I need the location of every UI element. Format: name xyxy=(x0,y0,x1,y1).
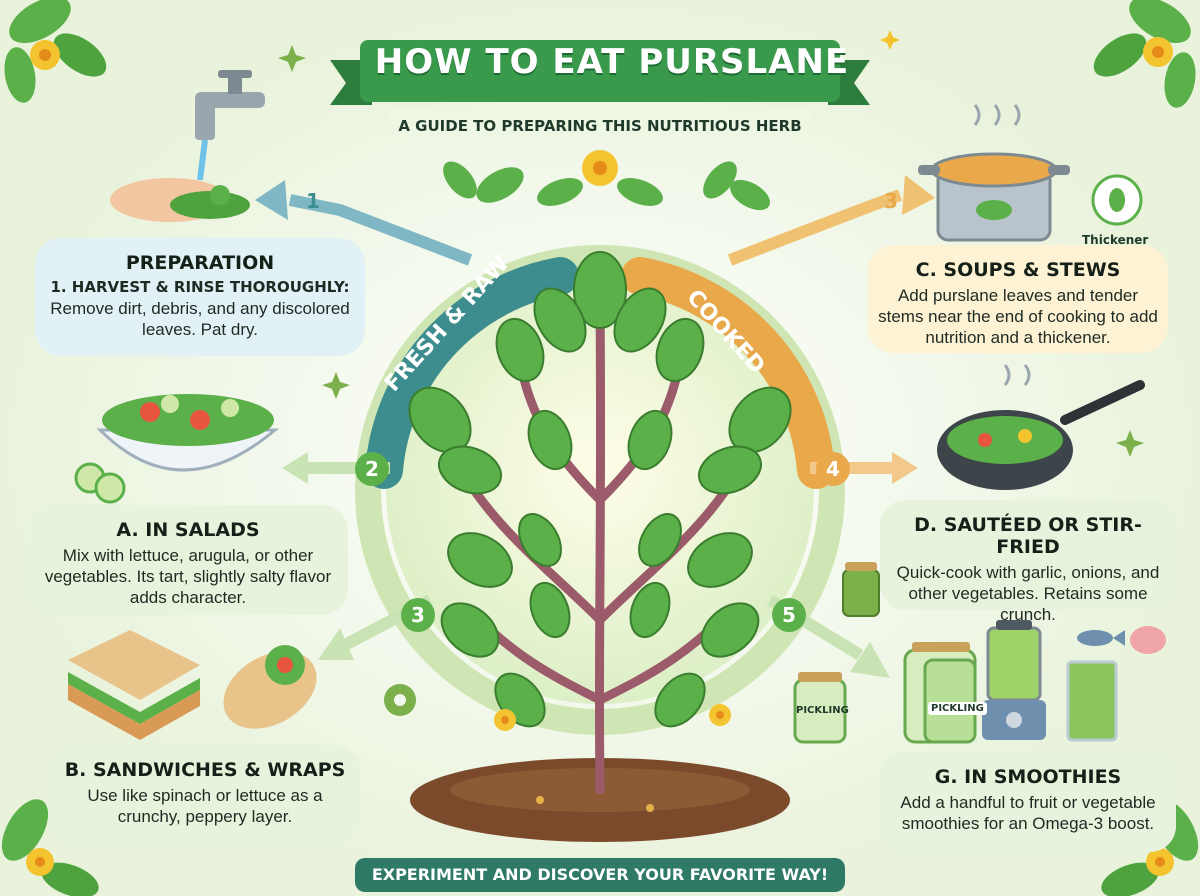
wok-icon xyxy=(937,364,1145,490)
page-subtitle: A GUIDE TO PREPARING THIS NUTRITIOUS HER… xyxy=(398,117,802,135)
soups-title: C. SOUPS & STEWS xyxy=(915,259,1121,281)
pickling-jar-small-icon xyxy=(793,672,847,744)
sauteed-panel: D. SAUTÉED OR STIR-FRIED Quick-cook with… xyxy=(880,500,1176,624)
blender-icon xyxy=(982,620,1046,740)
smoothies-text: Add a handful to fruit or vegetable smoo… xyxy=(900,793,1156,833)
salads-title: A. IN SALADS xyxy=(116,519,260,541)
sandwiches-title: B. SANDWICHES & WRAPS xyxy=(64,759,346,781)
soups-panel: C. SOUPS & STEWS Add purslane leaves and… xyxy=(868,245,1168,353)
wrap-icon xyxy=(223,645,317,729)
step-number-3-cooked: 3 xyxy=(884,189,898,213)
sandwich-icon xyxy=(68,630,200,740)
pickling-jar-label: PICKLING xyxy=(928,702,987,715)
title-banner xyxy=(330,40,870,140)
step-number-2: 2 xyxy=(355,452,389,486)
fish-icon xyxy=(1077,630,1125,646)
step-number-4: 4 xyxy=(816,452,850,486)
arrow-to-preparation-icon xyxy=(255,180,473,266)
preparation-text: Remove dirt, debris, and any discolored … xyxy=(50,299,350,339)
smoothie-glass-icon xyxy=(1066,660,1118,742)
pickling-jars-icon xyxy=(903,642,977,744)
preparation-subtitle: 1. HARVEST & RINSE THOROUGHLY: xyxy=(50,278,350,296)
step-number-5: 5 xyxy=(772,598,806,632)
sparkle-icons xyxy=(278,30,1144,457)
corner-leaves-top-left-icon xyxy=(4,0,107,103)
small-flowers-icon xyxy=(494,704,731,731)
sauteed-title: D. SAUTÉED OR STIR-FRIED xyxy=(914,514,1142,558)
faucet-icon xyxy=(195,70,265,181)
smoothies-title: G. IN SMOOTHIES xyxy=(934,766,1122,788)
page-title: HOW TO EAT PURSLANE xyxy=(374,42,850,82)
hands-washing-icon xyxy=(110,178,250,222)
preparation-title: PREPARATION xyxy=(125,252,275,274)
purslane-leaves-icon xyxy=(408,251,792,728)
sandwiches-text: Use like spinach or lettuce as a crunchy… xyxy=(87,786,323,826)
smoothies-panel: G. IN SMOOTHIES Add a handful to fruit o… xyxy=(880,752,1176,852)
corner-leaves-bottom-left-icon xyxy=(1,799,99,896)
corner-leaves-top-right-icon xyxy=(1093,0,1196,108)
thickener-label: Thickener xyxy=(1082,233,1149,247)
preparation-panel: PREPARATION 1. HARVEST & RINSE THOROUGHL… xyxy=(35,238,365,356)
fresh-raw-arc xyxy=(365,257,579,489)
pesto-jar-icon xyxy=(842,562,880,617)
top-flower-icon xyxy=(443,150,770,211)
step-number-1: 1 xyxy=(306,189,320,213)
cooked-arc xyxy=(621,257,835,489)
soup-pot-icon xyxy=(918,104,1070,242)
salads-text: Mix with lettuce, arugula, or other vege… xyxy=(44,546,332,607)
sauteed-text: Quick-cook with garlic, onions, and othe… xyxy=(896,563,1160,624)
arrow-to-soups-icon xyxy=(727,175,935,266)
soups-text: Add purslane leaves and tender stems nea… xyxy=(878,286,1158,347)
gear-icon xyxy=(384,684,416,716)
step-number-3: 3 xyxy=(401,598,435,632)
pickling-small-label: PICKLING xyxy=(796,705,849,716)
thickener-badge-icon xyxy=(1091,174,1143,226)
sandwiches-panel: B. SANDWICHES & WRAPS Use like spinach o… xyxy=(50,745,360,845)
footer-banner: EXPERIMENT AND DISCOVER YOUR FAVORITE WA… xyxy=(355,858,845,892)
salads-panel: A. IN SALADS Mix with lettuce, arugula, … xyxy=(28,505,348,615)
brain-icon xyxy=(1130,626,1166,654)
salad-bowl-icon xyxy=(74,394,280,504)
